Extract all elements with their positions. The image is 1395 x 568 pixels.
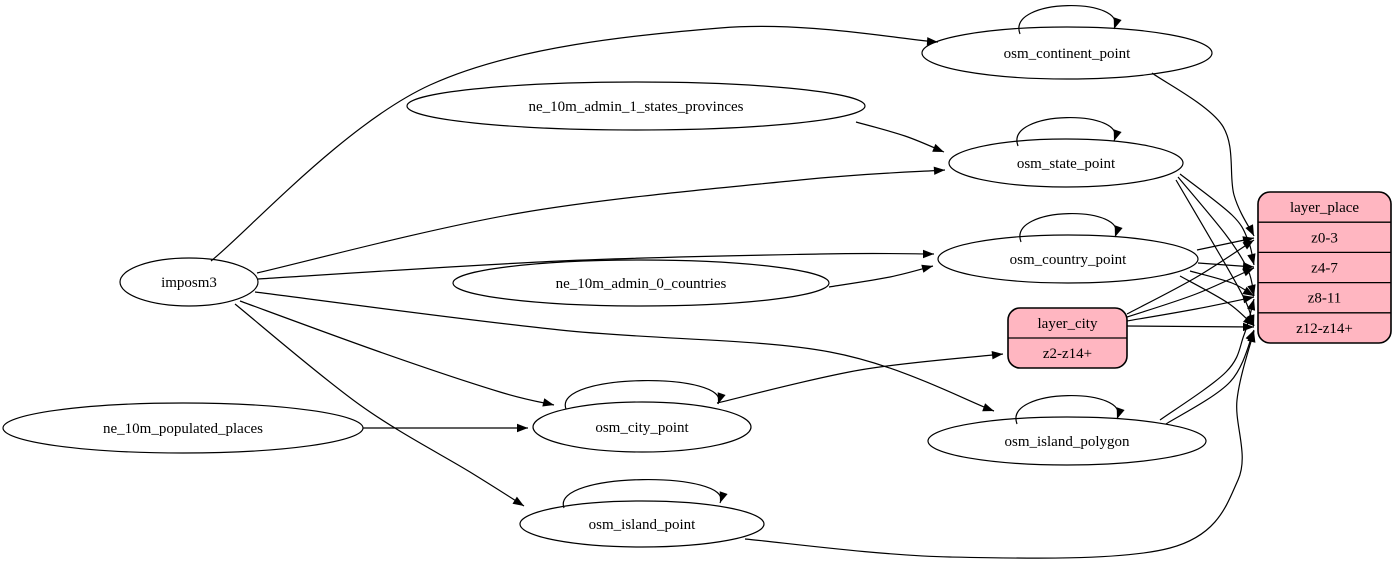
record-title-layer_city: layer_city [1038,316,1098,332]
edge-osm_state_point-to-layer_place-z12-z14+-arrowhead [1246,314,1255,326]
edge-imposm3-to-osm_continent_point [210,25,939,262]
edge-osm_city_point-to-layer_city-z2-z14+-arrowhead [991,351,1003,360]
edge-layer_city-to-layer_place-z0-3 [1126,239,1255,315]
edge-layer_city-to-layer_place-z0-3-arrowhead [1242,240,1254,250]
edge-osm_state_point-to-layer_place-z8-11 [1177,176,1255,297]
record-row-layer_place-z4-7: z4-7 [1311,261,1338,277]
edge-ne_10m_populated_places-to-osm_city_point-arrowhead [517,423,528,433]
edge-imposm3-to-osm_island_point [234,303,525,507]
node-ne_10m_admin_1_states_provinces [406,81,866,131]
edge-imposm3-to-osm_state_point [256,169,946,274]
edge-layer_city-to-layer_place-z4-7 [1126,267,1255,318]
labels-layer: imposm3 ne_10m_admin_1_states_provincesne… [103,46,1359,533]
edge-layer_city-to-layer_place-z4-7-arrowhead [1242,268,1254,277]
edge-imposm3-to-osm_island_polygon [254,291,995,412]
record-row-layer_city-z2-z14+: z2-z14+ [1043,346,1092,362]
edge-osm_country_point-self-loop-arrowhead [1114,225,1123,237]
node-osm_island_point [519,500,765,548]
edge-imposm3-to-osm_city_point [239,300,555,406]
node-osm_continent_point [921,26,1213,80]
edge-osm_island_polygon-to-layer_place-z8-11-arrowhead [1247,299,1256,311]
edge-imposm3-to-osm_continent_point-arrowhead [926,37,938,46]
edge-imposm3-to-osm_island_point-arrowhead [512,496,524,506]
edge-osm_island_point-self-loop-arrowhead [719,491,728,503]
node-label-osm_continent_point: osm_continent_point [1004,46,1131,62]
record-row-layer_place-z0-3: z0-3 [1311,230,1338,246]
edge-osm_island_point-to-layer_place-z12-z14+-arrowhead [1247,331,1256,343]
node-label-osm_island_polygon: osm_island_polygon [1004,434,1130,450]
edge-ne_10m_admin_0_countries-to-osm_country_point-arrowhead [921,264,933,273]
edge-imposm3-to-osm_country_point-arrowhead [923,249,934,259]
node-label-osm_state_point: osm_state_point [1017,156,1116,172]
edge-osm_island_point-to-layer_place-z12-z14+ [744,330,1255,559]
node-shapes-layer [2,26,1392,548]
edge-osm_island_polygon-self-loop [1015,395,1119,425]
node-label-ne_10m_admin_0_countries: ne_10m_admin_0_countries [556,276,727,292]
edge-ne_10m_admin_1_states_provinces-to-osm_state_point [855,121,945,153]
edge-ne_10m_admin_0_countries-to-osm_country_point [828,265,934,288]
edge-osm_continent_point-to-layer_place-z0-3-arrowhead [1245,224,1254,236]
edge-osm_state_point-to-layer_place-z4-7 [1179,173,1255,266]
edge-osm_state_point-to-layer_place-z4-7-arrowhead [1247,253,1256,265]
edge-osm_city_point-self-loop [564,380,720,410]
record-title-layer_place: layer_place [1290,200,1359,216]
edge-imposm3-to-osm_city_point-arrowhead [542,398,554,407]
edge-osm_city_point-self-loop-arrowhead [717,392,726,404]
record-row-layer_place-z8-11: z8-11 [1308,291,1342,307]
edge-imposm3-to-osm_country_point [257,252,935,280]
edge-layer_city-to-layer_place-z8-11 [1126,296,1255,322]
edge-osm_state_point-self-loop-arrowhead [1113,129,1122,141]
node-label-ne_10m_populated_places: ne_10m_populated_places [103,421,263,437]
node-osm_island_polygon [927,416,1207,466]
edge-imposm3-to-osm_island_polygon-arrowhead [982,403,994,412]
node-label-ne_10m_admin_1_states_provinces: ne_10m_admin_1_states_provinces [529,99,744,115]
edge-osm_state_point-to-layer_place-z8-11-arrowhead [1247,284,1256,296]
record-layer_place [1257,191,1392,344]
edge-osm_continent_point-self-loop-arrowhead [1113,17,1122,29]
node-label-osm_island_point: osm_island_point [589,517,697,533]
edge-osm_island_polygon-to-layer_place-z12-z14+ [1165,329,1255,425]
edge-osm_island_point-self-loop [562,479,722,509]
edge-osm_continent_point-to-layer_place-z0-3 [1151,72,1255,237]
node-label-imposm3: imposm3 [161,275,217,291]
node-osm_city_point [532,401,752,453]
edge-imposm3-to-osm_state_point-arrowhead [933,166,945,175]
node-ne_10m_admin_0_countries [452,259,830,307]
node-imposm3 [119,257,259,307]
edge-osm_country_point-to-layer_place-z12-z14+ [1179,275,1255,327]
node-osm_country_point [937,234,1199,284]
edge-osm_country_point-to-layer_place-z8-11-arrowhead [1242,286,1254,296]
edge-layer_city-to-layer_place-z12-z14+ [1126,325,1255,328]
edge-osm_city_point-to-layer_city-z2-z14+ [716,353,1004,404]
edge-osm_island_polygon-to-layer_place-z8-11 [1159,298,1255,421]
edges-layer [210,5,1256,559]
node-label-osm_city_point: osm_city_point [595,420,689,436]
node-label-osm_country_point: osm_country_point [1010,252,1127,268]
node-osm_state_point [948,138,1184,188]
edge-ne_10m_admin_1_states_provinces-to-osm_state_point-arrowhead [932,143,944,152]
edge-osm_island_polygon-self-loop-arrowhead [1116,407,1125,419]
record-row-layer_place-z12-z14+: z12-z14+ [1296,321,1353,337]
edge-layer_city-to-layer_place-z8-11-arrowhead [1242,295,1254,304]
